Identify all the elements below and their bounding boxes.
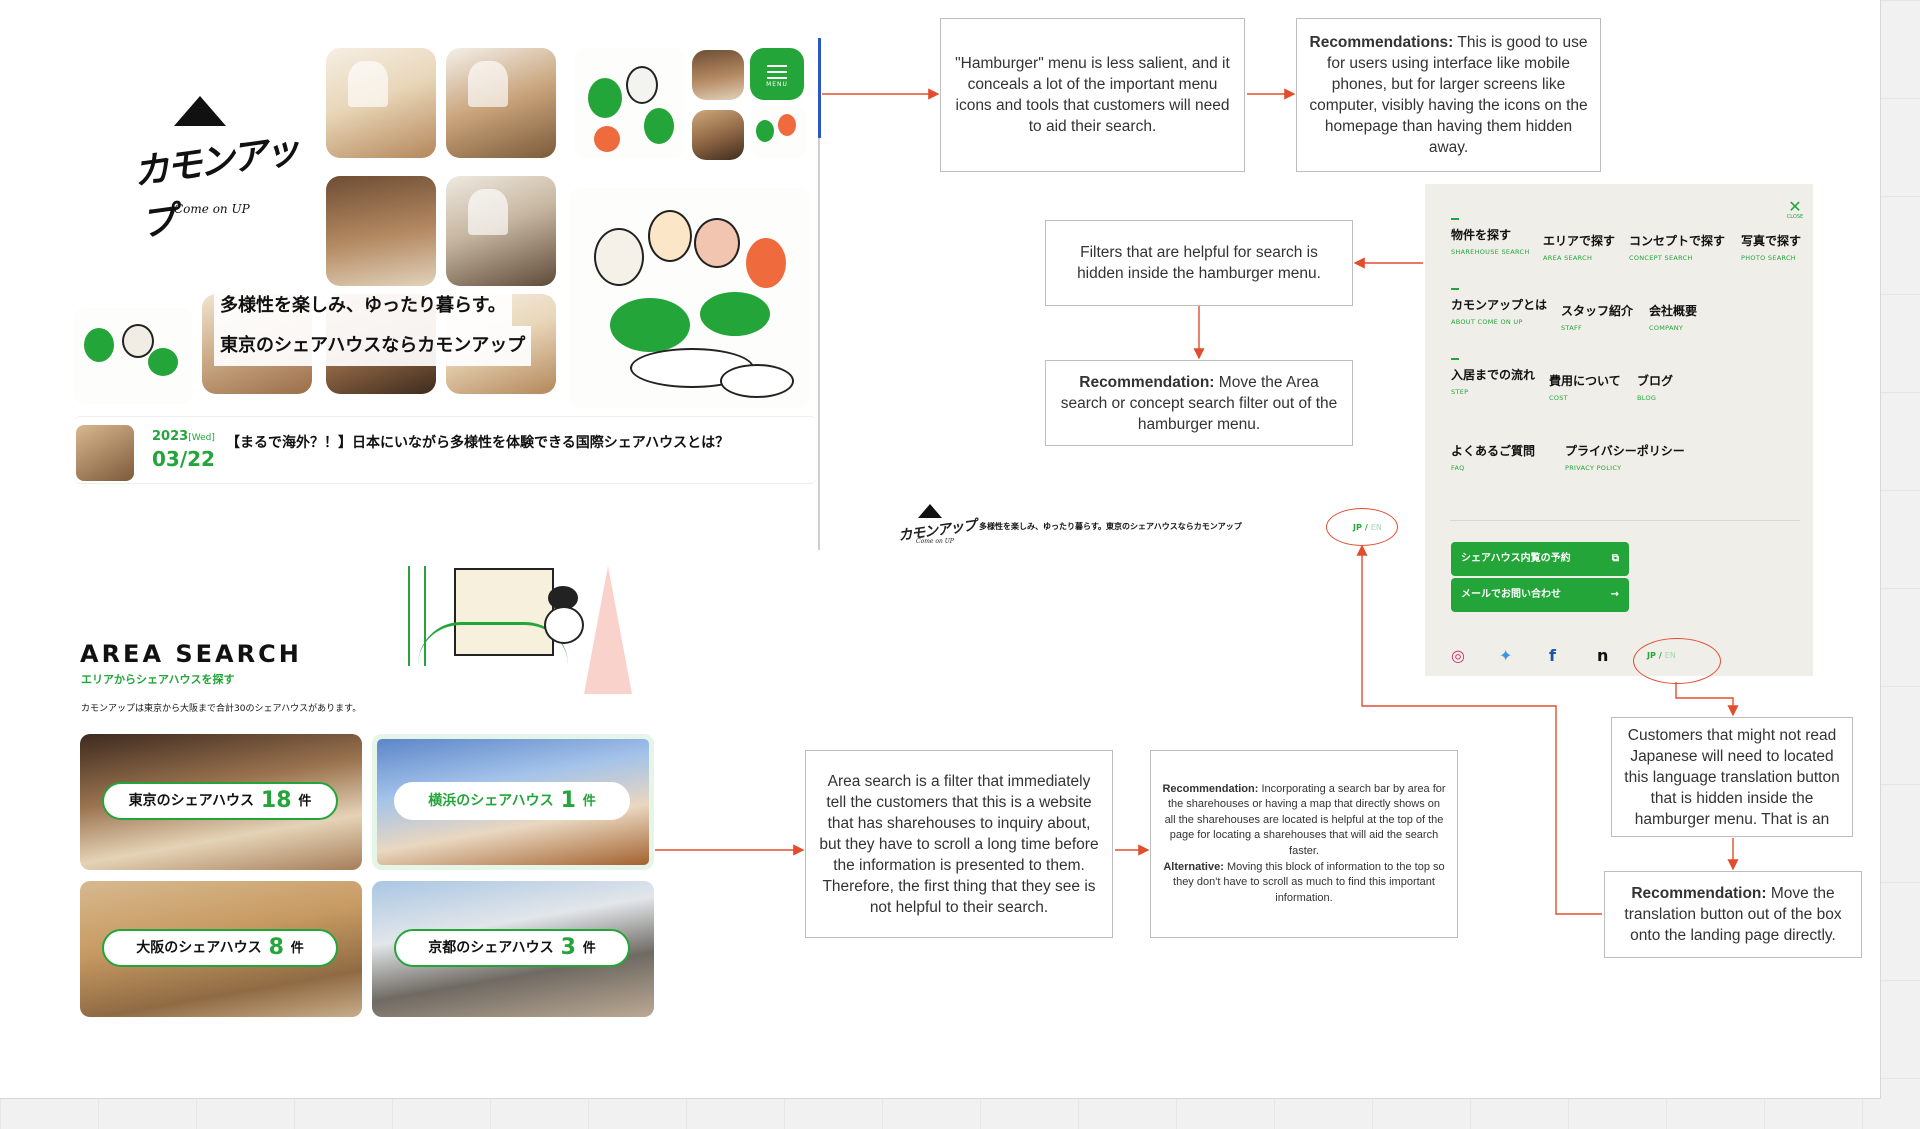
menu-label: MENU — [766, 81, 788, 88]
area-tile-kyoto[interactable]: 京都のシェアハウス 3 件 — [372, 881, 654, 1017]
room-photo — [326, 176, 436, 286]
area-tile-label: 大阪のシェアハウス 8 件 — [102, 929, 338, 967]
news-thumbnail — [76, 425, 134, 481]
divider — [1450, 520, 1800, 521]
arrow-right-icon: → — [1610, 589, 1619, 600]
highlight-circle — [1633, 638, 1721, 684]
area-search-description: カモンアップは東京から大阪まで合計30のシェアハウスがあります。 — [81, 704, 362, 714]
instagram-icon[interactable]: ◎ — [1451, 646, 1465, 665]
area-tile-tokyo[interactable]: 東京のシェアハウス 18 件 — [80, 734, 362, 870]
note-language-hidden: Customers that might not read Japanese w… — [1611, 717, 1853, 837]
arrow-connector — [1675, 682, 1739, 717]
hero-tagline: 多様性を楽しみ、ゆったり暮らす。 東京のシェアハウスならカモンアップ — [214, 286, 554, 366]
close-menu-button[interactable]: ✕CLOSE — [1786, 197, 1804, 221]
city-illustration — [398, 566, 646, 698]
connector-arrows — [655, 88, 1739, 915]
mini-tagline: 多様性を楽しみ、ゆったり暮らす。東京のシェアハウスならカモンアップ — [979, 522, 1242, 531]
note-search-bar-recommendation: Recommendation: Incorporating a search b… — [1150, 750, 1458, 938]
note-hamburger: "Hamburger" menu is less salient, and it… — [940, 18, 1245, 172]
hamburger-icon — [767, 65, 787, 83]
arrow-connector — [1356, 544, 1602, 915]
note-filters-hidden: Filters that are helpful for search is h… — [1045, 220, 1353, 306]
area-tile-yokohama[interactable]: 横浜のシェアハウス 1 件 — [372, 734, 654, 870]
room-photo — [446, 176, 556, 286]
facebook-icon[interactable]: f — [1549, 646, 1556, 665]
twitter-icon[interactable]: ✦ — [1499, 646, 1513, 665]
note-area-search: Area search is a filter that immediately… — [805, 750, 1113, 938]
external-link-icon: ⧉ — [1611, 553, 1619, 564]
homepage-hero-screenshot: カモンアップ Come on UP — [74, 38, 820, 488]
people-illustration — [750, 106, 806, 158]
logo-subtext: Come on UP — [174, 202, 250, 216]
area-tile-label: 京都のシェアハウス 3 件 — [394, 929, 630, 967]
note-icon[interactable]: n — [1597, 646, 1609, 665]
site-logo-small: カモンアップ Come on UP — [896, 502, 977, 552]
news-item[interactable]: 2023[Wed] 03/22 【まるで海外？！】日本にいながら多様性を体験でき… — [74, 416, 816, 484]
area-tile-osaka[interactable]: 大阪のシェアハウス 8 件 — [80, 881, 362, 1017]
area-tile-label: 東京のシェアハウス 18 件 — [102, 782, 338, 820]
room-photo — [446, 48, 556, 158]
email-inquiry-button[interactable]: メールでお問い合わせ→ — [1451, 578, 1629, 612]
note-move-translation-button: Recommendation: Move the translation but… — [1604, 871, 1862, 958]
people-illustration — [574, 48, 684, 158]
news-date: 03/22 — [152, 447, 215, 471]
hamburger-menu-button[interactable]: MENU — [750, 48, 804, 100]
tagline-line-2: 東京のシェアハウスならカモンアップ — [214, 326, 532, 366]
area-search-title: AREA SEARCH — [80, 640, 302, 668]
room-photo — [692, 110, 744, 160]
note-recommendations-icons: Recommendations: This is good to use for… — [1296, 18, 1601, 172]
news-title[interactable]: 【まるで海外？！】日本にいながら多様性を体験できる国際シェアハウスとは？ — [226, 435, 730, 451]
scrollbar-indicator — [818, 38, 821, 138]
news-year: 2023[Wed] — [152, 429, 215, 444]
house-roof-icon — [174, 96, 226, 126]
tagline-line-1: 多様性を楽しみ、ゆったり暮らす。 — [214, 286, 512, 326]
note-move-area-search: Recommendation: Move the Area search or … — [1045, 360, 1353, 446]
living-room-illustration — [74, 308, 192, 404]
whiteboard-canvas: カモンアップ Come on UP — [0, 0, 1881, 1099]
room-photo — [326, 48, 436, 158]
screenshot-edge — [818, 38, 820, 550]
dinner-party-illustration — [570, 188, 810, 408]
book-viewing-button[interactable]: シェアハウス内覧の予約⧉ — [1451, 542, 1629, 576]
site-logo: カモンアップ Come on UP — [124, 90, 304, 245]
area-tile-label: 横浜のシェアハウス 1 件 — [394, 782, 630, 820]
area-search-subtitle: エリアからシェアハウスを探す — [81, 673, 235, 686]
room-photo — [692, 50, 744, 100]
